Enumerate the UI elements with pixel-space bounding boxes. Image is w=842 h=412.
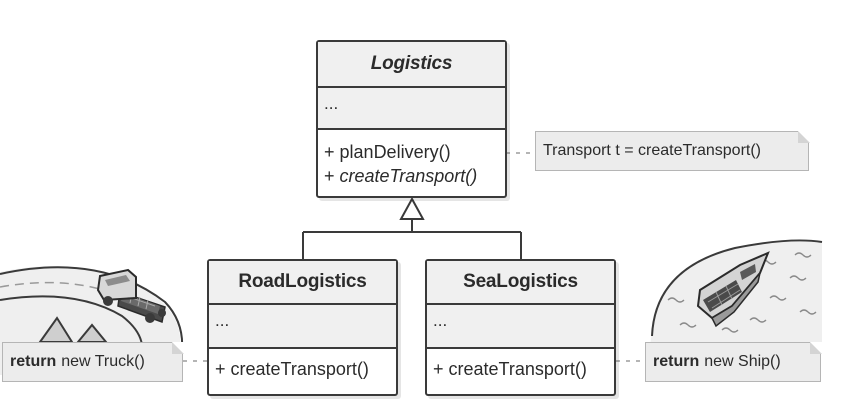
note-text: new Ship() (704, 353, 781, 370)
visibility: + (433, 359, 444, 379)
fields-ellipsis: ... (433, 311, 448, 330)
visibility: + (324, 166, 335, 186)
note-fold (797, 130, 810, 143)
class-operations: + planDelivery() + createTransport() (318, 130, 505, 188)
note-return-truck: return new Truck() (2, 341, 184, 382)
class-fields: ... (318, 88, 505, 130)
operation-name: createTransport() (339, 166, 478, 186)
note-text: new Truck() (61, 353, 145, 370)
operation-name: createTransport() (230, 359, 369, 379)
note-connectors (183, 152, 645, 362)
visibility: + (215, 359, 226, 379)
operation: + createTransport() (318, 164, 505, 188)
operation-name: createTransport() (448, 359, 587, 379)
ship-on-sea-icon (650, 239, 823, 345)
class-sea-logistics: SeaLogistics ... + createTransport() (425, 259, 616, 396)
class-header: SeaLogistics (427, 261, 614, 305)
operation: + planDelivery() (318, 140, 505, 164)
class-header: RoadLogistics (209, 261, 396, 305)
note-fold (171, 341, 184, 354)
inheritance-arrow (302, 196, 522, 260)
class-header: Logistics (318, 42, 505, 88)
operation: + createTransport() (209, 357, 396, 381)
note-return-ship: return new Ship() (645, 341, 822, 382)
class-fields: ... (209, 305, 396, 349)
class-name: RoadLogistics (238, 271, 367, 292)
visibility: + (324, 142, 335, 162)
note-keyword: return (653, 353, 700, 370)
class-operations: + createTransport() (209, 349, 396, 381)
class-name: SeaLogistics (463, 271, 578, 292)
note-plan-delivery: Transport t = createTransport() (535, 130, 810, 171)
fields-ellipsis: ... (215, 311, 230, 330)
fields-ellipsis: ... (324, 94, 339, 113)
class-operations: + createTransport() (427, 349, 614, 381)
note-text: Transport t = createTransport() (543, 142, 761, 159)
truck-icon (96, 268, 166, 324)
class-logistics: Logistics ... + planDelivery() + createT… (316, 40, 507, 198)
ship-icon (696, 251, 770, 328)
operation-name: planDelivery() (339, 142, 451, 162)
class-road-logistics: RoadLogistics ... + createTransport() (207, 259, 398, 396)
class-fields: ... (427, 305, 614, 349)
operation: + createTransport() (427, 357, 614, 381)
class-name: Logistics (370, 53, 453, 74)
note-fold (809, 341, 822, 354)
note-keyword: return (10, 353, 57, 370)
